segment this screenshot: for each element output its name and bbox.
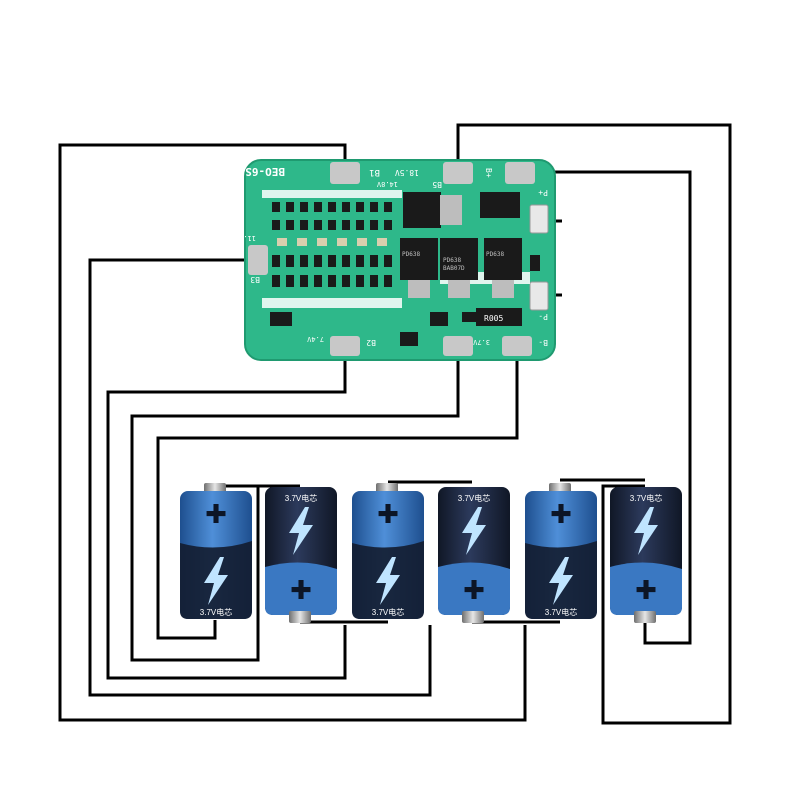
pad-label-p-plus: P+	[538, 188, 548, 197]
cell-2: 3.7V电芯 ✚	[265, 487, 337, 623]
lightning-icon	[204, 557, 228, 605]
cell-4: 3.7V电芯 ✚	[438, 487, 510, 623]
cell-label: 3.7V电芯	[545, 607, 577, 617]
shunt-marking: R005	[484, 314, 503, 323]
lightning-icon	[549, 557, 573, 605]
voltage-label-18v5: 18.5V	[395, 168, 419, 177]
cell-label: 3.7V电芯	[200, 607, 232, 617]
wire-b-minus	[156, 352, 519, 640]
chip-marking-4: PD638	[486, 251, 504, 258]
voltage-label-11v1: 11.1V	[234, 234, 256, 242]
wires	[58, 123, 732, 725]
cell-label: 3.7V电芯	[285, 493, 317, 503]
pad-b2	[330, 336, 360, 356]
chip-marking-2: PD638	[443, 257, 461, 264]
pad-label-b2: B2	[366, 338, 376, 347]
smd-components	[270, 192, 540, 346]
lightning-icon	[289, 507, 313, 555]
board-model: BEO-6S	[245, 165, 285, 178]
pad-label-b-plus: B+	[484, 168, 493, 178]
terminal-plus-icon: ✚	[290, 575, 312, 605]
lightning-icon	[462, 507, 486, 555]
cell-1: ✚ 3.7V电芯	[180, 483, 252, 619]
shunt-resistor	[476, 308, 522, 326]
pad-label-b-minus: B-	[538, 338, 548, 347]
cell-6: 3.7V电芯 ✚	[610, 487, 682, 623]
connector-p-minus	[529, 281, 549, 311]
cell-3: ✚ 3.7V电芯	[352, 483, 424, 619]
pad-b1	[443, 336, 473, 356]
pad-label-p-minus: P-	[538, 312, 548, 321]
cell-label: 3.7V电芯	[458, 493, 490, 503]
pad-b3	[248, 245, 268, 275]
chip-marking-1: PD638	[402, 251, 420, 258]
wire-b-plus	[520, 170, 692, 645]
terminal-plus-icon: ✚	[463, 575, 485, 605]
pad-b4	[330, 162, 360, 184]
voltage-label-3v7: 3.7V	[472, 338, 490, 346]
wire-b5	[456, 123, 732, 725]
pad-b5	[443, 162, 473, 184]
pad-label-b5: B5	[432, 180, 442, 189]
terminal-minus-icon: ✚	[377, 499, 399, 529]
wire-b2	[106, 352, 347, 680]
lightning-icon	[376, 557, 400, 605]
connector-p-plus	[529, 204, 549, 234]
pad-b-minus	[502, 336, 532, 356]
chip-marking-3: BAB07D	[443, 265, 465, 272]
voltage-label-14v8: 14.8V	[376, 180, 398, 188]
mosfet-row	[400, 238, 522, 298]
cell-5: ✚ 3.7V电芯	[525, 483, 597, 619]
bms-board: BEO-6S B1 18.5V 14.8V B5 B+ P+ 11.1V B3 …	[234, 159, 556, 361]
cell-label: 3.7V电芯	[372, 607, 404, 617]
lightning-icon	[634, 507, 658, 555]
terminal-minus-icon: ✚	[550, 499, 572, 529]
pad-b-plus	[505, 162, 535, 184]
pad-label-b3: B3	[250, 275, 260, 284]
cell-label: 3.7V电芯	[630, 493, 662, 503]
terminal-minus-icon: ✚	[205, 499, 227, 529]
mosfet-top	[403, 192, 462, 228]
wire-b3	[88, 258, 432, 697]
terminal-plus-icon: ✚	[635, 575, 657, 605]
wire-b1	[130, 352, 460, 662]
pad-label-b1: B1	[369, 167, 380, 177]
wire-b4	[58, 143, 527, 722]
voltage-label-7v4: 7.4V	[306, 335, 324, 343]
